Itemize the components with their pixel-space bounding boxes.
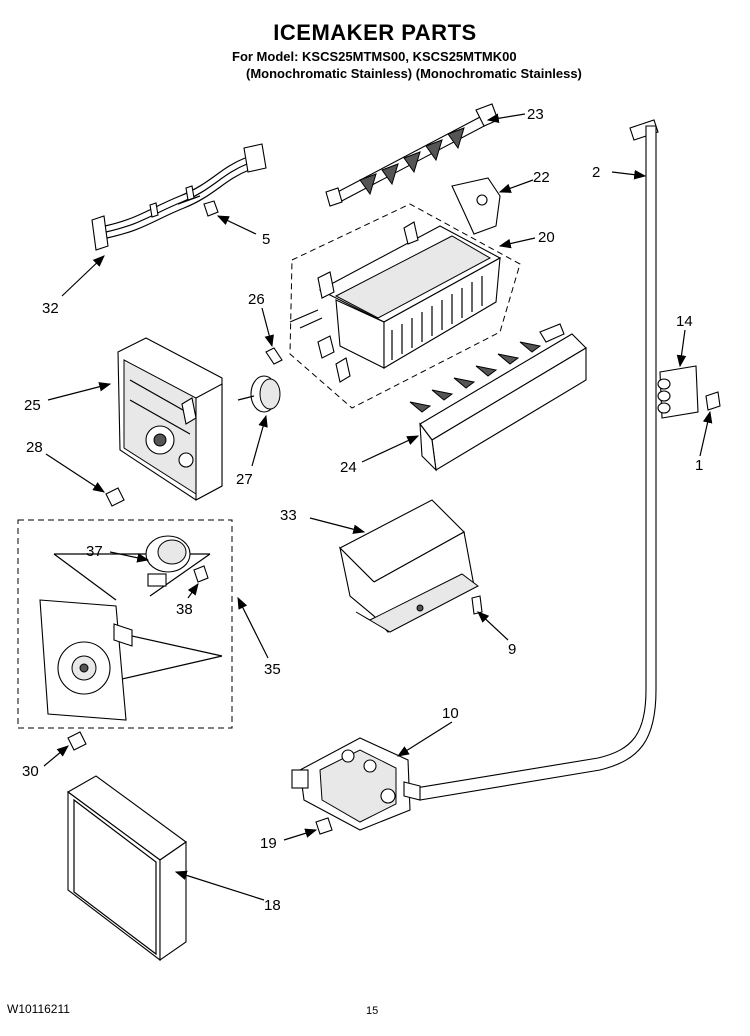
callout-2: 2: [592, 164, 600, 181]
callout-20: 20: [538, 229, 555, 246]
screw-30-part: [67, 731, 87, 751]
clip-part: [203, 200, 219, 217]
screw-1-part: [705, 391, 721, 411]
model-line: For Model: KSCS25MTMS00, KSCS25MTMK00: [232, 49, 517, 64]
document-number: W10116211: [7, 1002, 70, 1016]
callout-5: 5: [262, 231, 270, 248]
bracket-part: [451, 177, 501, 235]
page-number: 15: [366, 1005, 379, 1017]
screw-38-part: [193, 565, 209, 583]
screw-9-part: [471, 595, 483, 615]
callout-24: 24: [340, 459, 357, 476]
screw-19-part: [315, 817, 333, 835]
water-valve-part: [291, 737, 421, 831]
callout-37: 37: [86, 543, 103, 560]
callout-25: 25: [24, 397, 41, 414]
callout-9: 9: [508, 641, 516, 658]
callout-10: 10: [442, 705, 459, 722]
cover-part: [339, 499, 479, 633]
callout-labels: 23 22 20 2 5 32 26 25 27 28 14 1 24 33 3…: [22, 106, 703, 914]
callout-35: 35: [264, 661, 281, 678]
ejector-part: [325, 103, 499, 207]
callout-32: 32: [42, 300, 59, 317]
callout-14: 14: [676, 313, 693, 330]
callout-18: 18: [264, 897, 281, 914]
tube-clamp-part: [657, 365, 699, 419]
color-line: (Monochromatic Stainless) (Monochromatic…: [246, 66, 582, 81]
motor-part: [145, 535, 191, 587]
ice-stripper-part: [409, 323, 587, 472]
leader-lines: [43, 113, 713, 901]
callout-33: 33: [280, 507, 297, 524]
screw-28-part: [105, 487, 125, 507]
callout-22: 22: [533, 169, 550, 186]
ice-mold-part: [289, 203, 521, 409]
filter-box-part: [66, 775, 187, 962]
callout-38: 38: [176, 601, 193, 618]
motor-assembly-part: [17, 519, 233, 729]
thermostat-part: [237, 375, 281, 413]
callout-26: 26: [248, 291, 265, 308]
callout-23: 23: [527, 106, 544, 123]
control-housing-part: [117, 337, 223, 501]
callout-1: 1: [695, 457, 703, 474]
callout-19: 19: [260, 835, 277, 852]
page-title: ICEMAKER PARTS: [273, 20, 477, 45]
callout-27: 27: [236, 471, 253, 488]
wire-harness-part: [91, 143, 267, 251]
callout-30: 30: [22, 763, 39, 780]
callout-28: 28: [26, 439, 43, 456]
thermostat-clip-part: [265, 347, 283, 365]
